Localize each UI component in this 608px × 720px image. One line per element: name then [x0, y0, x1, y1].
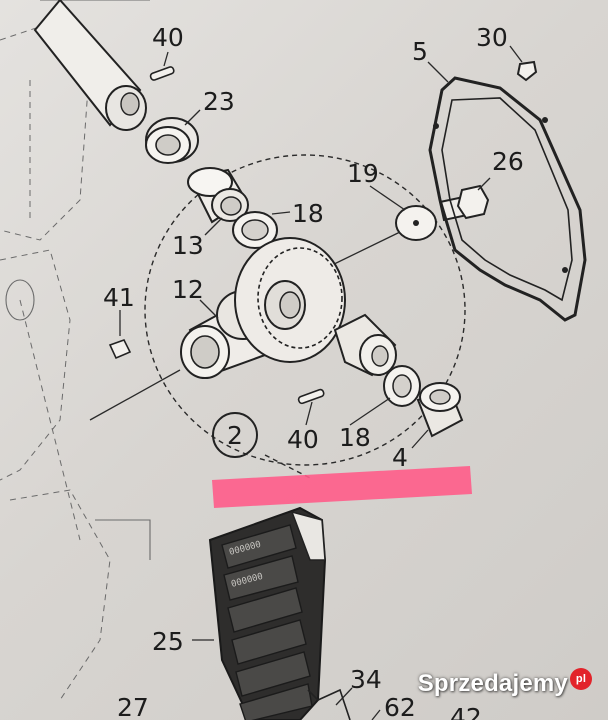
watermark-badge: pl — [570, 668, 592, 690]
pinion-gear-small — [333, 313, 397, 377]
leader-62 — [371, 709, 381, 720]
part-18-washer-lower — [383, 365, 421, 407]
part-4-bushing — [416, 382, 464, 438]
background-housing-solid — [5, 0, 151, 560]
part-23-bushing — [145, 117, 199, 164]
callout-30: 30 — [476, 23, 508, 52]
callout-18-upper: 18 — [292, 199, 324, 228]
leader-group-2-left — [89, 369, 181, 421]
callout-18-lower: 18 — [339, 423, 371, 452]
callout-62: 62 — [384, 693, 416, 720]
pedal-assembly — [208, 506, 327, 720]
part-40-pin-lower — [297, 388, 325, 405]
leader-4 — [411, 429, 429, 449]
part-26-bolt — [438, 184, 490, 222]
leader-40-top — [163, 51, 169, 67]
leader-5 — [427, 61, 449, 83]
callout-26: 26 — [492, 147, 524, 176]
bevel-gear-large — [234, 237, 346, 363]
part-5-cover-gasket — [428, 76, 587, 322]
callout-42: 42 — [450, 703, 482, 720]
watermark-text: Sprzedajemy — [417, 670, 568, 697]
group-2-tail — [264, 454, 311, 479]
background-housing-lines — [0, 19, 111, 701]
leader-19 — [369, 185, 406, 211]
leader-40-lower — [305, 401, 313, 426]
callout-2: 2 — [227, 421, 243, 450]
leader-18-upper — [271, 211, 291, 215]
leader-18-lower — [349, 397, 391, 426]
group-2-circle — [212, 412, 258, 458]
lower-bracket-lines — [307, 688, 351, 720]
callout-27: 27 — [117, 693, 149, 720]
leader-30 — [509, 45, 523, 63]
callout-41: 41 — [103, 283, 135, 312]
callout-19: 19 — [347, 159, 379, 188]
leader-12 — [199, 299, 219, 319]
part-19-washer — [395, 205, 437, 241]
callout-13: 13 — [172, 231, 204, 260]
axis-19 — [325, 231, 401, 269]
callout-40-lower: 40 — [287, 425, 319, 454]
leader-13 — [204, 217, 223, 236]
assembly-group-outline — [144, 154, 466, 466]
callout-4: 4 — [392, 443, 408, 472]
callout-12: 12 — [172, 275, 204, 304]
part-18-washer-upper — [232, 211, 278, 249]
callout-40-top: 40 — [152, 23, 184, 52]
leader-26 — [477, 177, 491, 191]
callout-25: 25 — [152, 627, 184, 656]
part-41-block — [108, 339, 132, 360]
pink-sticky-note — [212, 466, 472, 508]
callout-5: 5 — [412, 37, 428, 66]
part-40-pin-top — [149, 66, 175, 81]
callout-34: 34 — [350, 665, 382, 694]
part-13-sleeve — [187, 167, 249, 224]
callout-23: 23 — [203, 87, 235, 116]
shaft — [33, 0, 147, 131]
part-30-screw — [516, 60, 538, 82]
leader-34 — [335, 687, 353, 706]
leader-23 — [184, 109, 201, 126]
